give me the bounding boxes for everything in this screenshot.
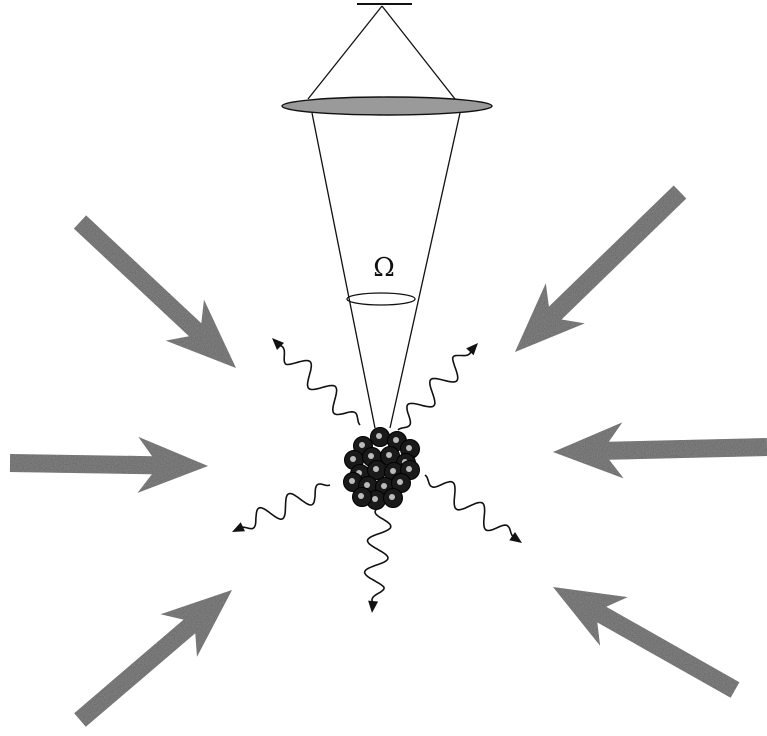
photon-upper-left-wave [279,345,360,425]
collection-lens [282,97,492,115]
photon-upper-right-wave [398,350,471,430]
atom-cloud [344,428,420,510]
photon-lower-right-wave [425,475,514,537]
photon-lower-left [232,484,330,532]
photon-down-arrowhead [368,601,378,613]
solid-angle-label: Ω [373,253,395,283]
atom [384,489,403,508]
photon-lower-left-wave [241,484,330,529]
photon-lower-right [425,475,522,543]
atom [353,488,372,507]
photon-upper-left-arrowhead [272,338,284,350]
laser-arrow-lower-left [74,590,232,727]
solid-angle-ellipse [347,293,415,305]
detector-ray-right [382,6,455,99]
laser-arrow-upper-right [515,186,686,353]
photon-upper-left [272,338,360,425]
detector-ray-left [308,6,382,99]
photon-down-wave [365,502,391,603]
atom [371,428,390,447]
photon-upper-right [398,343,478,430]
photon-down [365,502,391,613]
laser-arrow-right [553,422,767,478]
collection-cone-left-edge [312,113,375,428]
laser-arrow-upper-left [74,215,236,368]
photon-upper-right-arrowhead [466,343,478,355]
laser-arrow-lower-right [553,587,739,698]
laser-arrow-left [10,437,208,493]
